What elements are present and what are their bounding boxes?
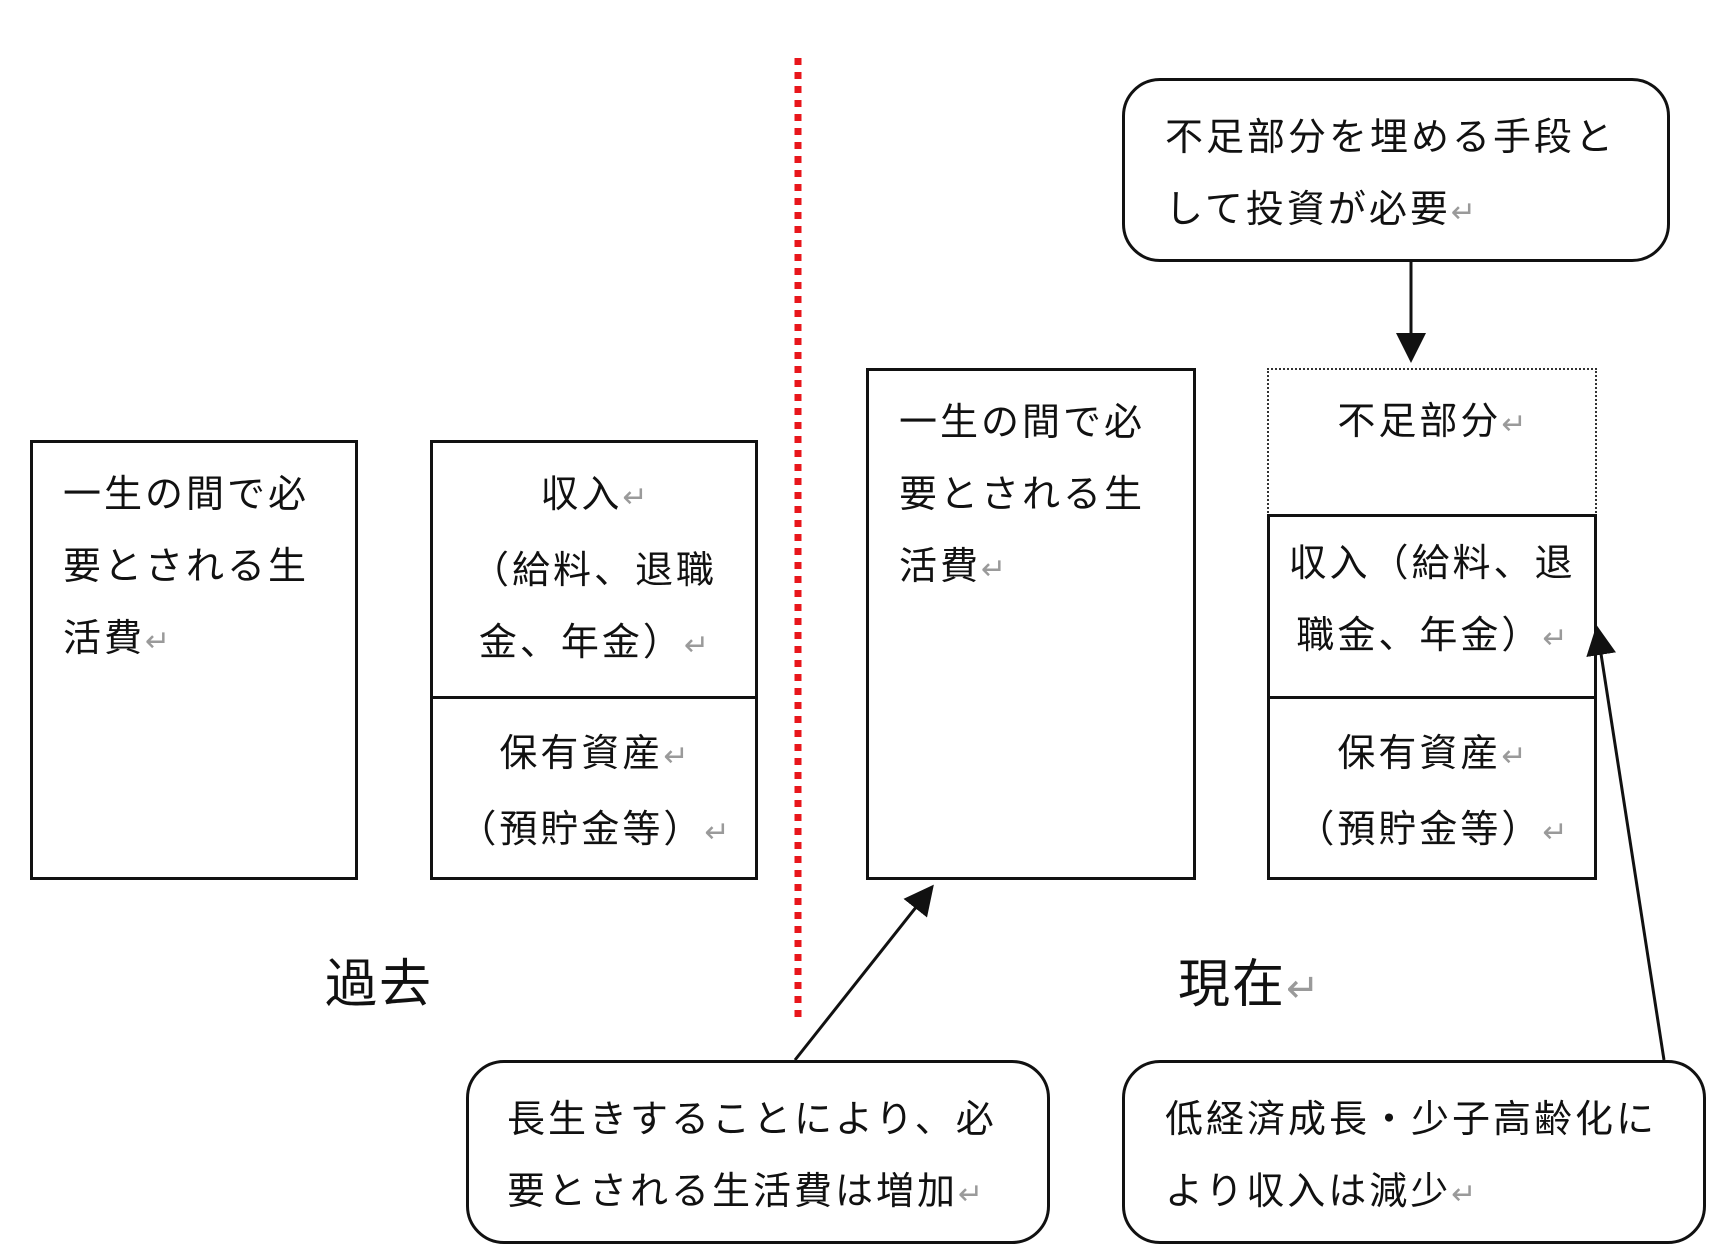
return-mark-icon: ↵ [1542,621,1568,656]
present-income-box: 収入（給料、退 職金、年金）↵ [1267,514,1597,699]
present-shortfall-line1: 不足部分 [1337,399,1502,443]
past-income-box: 収入↵ （給料、退職 金、年金）↵ [430,440,758,699]
low-growth-arrow [1586,625,1666,1061]
low-growth-callout-line2: より収入は減少 [1165,1169,1452,1213]
present-label-text: 現在 [1178,955,1287,1015]
return-mark-icon: ↵ [1501,739,1527,774]
past-assets-box: 保有資産↵ （預貯金等）↵ [430,696,758,880]
return-mark-icon: ↵ [1501,407,1527,442]
past-living-cost-line3: 活費 [63,616,146,660]
investment-callout-line2: して投資が必要 [1165,187,1451,231]
low-growth-callout-line1: 低経済成長・少子高齢化に [1165,1097,1658,1141]
present-living-cost-box: 一生の間で必 要とされる生 活費↵ [866,368,1196,880]
past-living-cost-box: 一生の間で必 要とされる生 活費↵ [30,440,358,880]
past-income-text: 収入↵ （給料、退職 金、年金）↵ [433,458,755,682]
past-living-cost-line1: 一生の間で必 [63,472,310,516]
present-living-cost-line3: 活費 [899,544,982,588]
return-mark-icon: ↵ [683,628,710,663]
present-income-text: 収入（給料、退 職金、年金）↵ [1270,527,1594,675]
present-living-cost-line1: 一生の間で必 [899,400,1146,444]
past-assets-line2: （預貯金等） [458,807,705,851]
return-mark-icon: ↵ [663,739,689,774]
low-growth-callout-text: 低経済成長・少子高齢化に より収入は減少↵ [1165,1083,1657,1231]
longevity-callout-line1: 長生きすることにより、必 [507,1097,997,1141]
return-mark-icon: ↵ [145,624,171,659]
return-mark-icon: ↵ [981,552,1007,587]
present-income-line1: 収入（給料、退 [1288,541,1576,585]
longevity-callout-line2: 要とされる生活費は増加 [507,1169,959,1213]
investment-callout: 不足部分を埋める手段と して投資が必要↵ [1122,78,1670,262]
return-mark-icon: ↵ [1450,195,1477,230]
present-assets-line2: （預貯金等） [1296,807,1543,851]
past-income-line3: 金、年金） [478,620,684,664]
return-mark-icon: ↵ [958,1177,984,1212]
past-assets-text: 保有資産↵ （預貯金等）↵ [433,717,755,869]
past-income-line1: 収入 [540,472,623,516]
longevity-callout: 長生きすることにより、必 要とされる生活費は増加↵ [466,1060,1050,1244]
present-living-cost-text: 一生の間で必 要とされる生 活費↵ [899,386,1145,606]
return-mark-icon: ↵ [1542,815,1568,850]
present-shortfall-text: 不足部分↵ [1269,385,1595,461]
return-mark-icon: ↵ [704,815,730,850]
present-income-line2: 職金、年金） [1296,613,1543,657]
past-living-cost-text: 一生の間で必 要とされる生 活費↵ [63,458,309,678]
investment-callout-text: 不足部分を埋める手段と して投資が必要↵ [1165,101,1616,249]
return-mark-icon: ↵ [622,480,648,515]
longevity-arrow [793,884,934,1061]
longevity-callout-text: 長生きすることにより、必 要とされる生活費は増加↵ [507,1083,997,1231]
present-assets-box: 保有資産↵ （預貯金等）↵ [1267,696,1597,880]
past-assets-line1: 保有資産 [499,731,664,775]
past-income-line2: （給料、退職 [470,548,717,592]
return-mark-icon: ↵ [1451,1177,1477,1212]
low-growth-callout: 低経済成長・少子高齢化に より収入は減少↵ [1122,1060,1706,1244]
return-mark-icon: ↵ [1286,966,1320,1012]
past-label: 過去 [325,955,434,1015]
present-shortfall-box: 不足部分↵ [1267,368,1597,516]
past-living-cost-line2: 要とされる生 [63,544,310,588]
investment-callout-line1: 不足部分を埋める手段と [1165,115,1617,159]
present-assets-line1: 保有資産 [1337,731,1502,775]
present-label: 現在↵ [1178,955,1320,1019]
present-living-cost-line2: 要とされる生 [899,472,1146,516]
present-assets-text: 保有資産↵ （預貯金等）↵ [1270,717,1594,869]
